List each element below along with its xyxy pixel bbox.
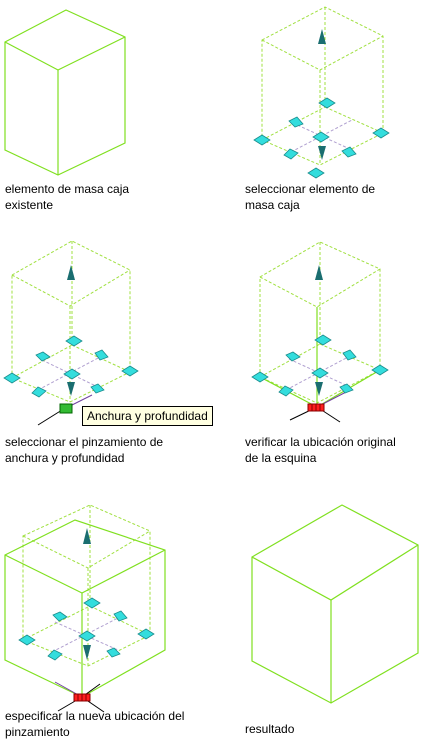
grip-set-hover[interactable] xyxy=(3,335,139,398)
width-depth-grip-hover[interactable] xyxy=(59,403,73,414)
caption-result: resultado xyxy=(245,721,294,737)
caption-line: seleccionar el pinzamiento de xyxy=(5,435,164,449)
caption-line: verificar la ubicación original xyxy=(245,435,396,449)
caption-select: seleccionar elemento de masa caja xyxy=(245,181,375,213)
caption-line: pinzamiento xyxy=(5,725,70,739)
caption-line: existente xyxy=(5,198,54,212)
grip-set-selected[interactable] xyxy=(253,97,390,179)
box-active-grip xyxy=(251,241,389,423)
box-stretched xyxy=(4,504,166,713)
box-existing xyxy=(4,9,126,176)
caption-select-grip: seleccionar el pinzamiento de anchura y … xyxy=(5,434,163,466)
arrow-grips-hover[interactable] xyxy=(67,265,75,396)
caption-line: de la esquina xyxy=(245,451,317,465)
grip-tooltip: Anchura y profundidad xyxy=(82,406,213,426)
width-depth-grip-active[interactable] xyxy=(307,403,325,412)
caption-line: anchura y profundidad xyxy=(5,451,125,465)
box-selected xyxy=(253,6,390,179)
grip-set-active[interactable] xyxy=(251,334,389,397)
caption-line: especificar la nueva ubicación del xyxy=(5,709,185,723)
arrow-grips-selected[interactable] xyxy=(318,29,326,160)
caption-line: seleccionar elemento de xyxy=(245,182,376,196)
arrow-grips-active[interactable] xyxy=(315,265,323,396)
arrow-grips-stretched[interactable] xyxy=(83,528,91,660)
box-hover-grip xyxy=(3,240,139,426)
caption-verify-corner: verificar la ubicación original de la es… xyxy=(245,434,396,466)
width-depth-grip-new[interactable] xyxy=(73,693,91,702)
box-result xyxy=(251,504,419,704)
caption-line: masa caja xyxy=(245,198,300,212)
caption-line: elemento de masa caja xyxy=(5,182,130,196)
caption-existing: elemento de masa caja existente xyxy=(5,181,129,213)
caption-specify-location: especificar la nueva ubicación del pinza… xyxy=(5,708,184,740)
grip-set-stretched[interactable] xyxy=(18,597,155,661)
caption-line: resultado xyxy=(245,722,295,736)
